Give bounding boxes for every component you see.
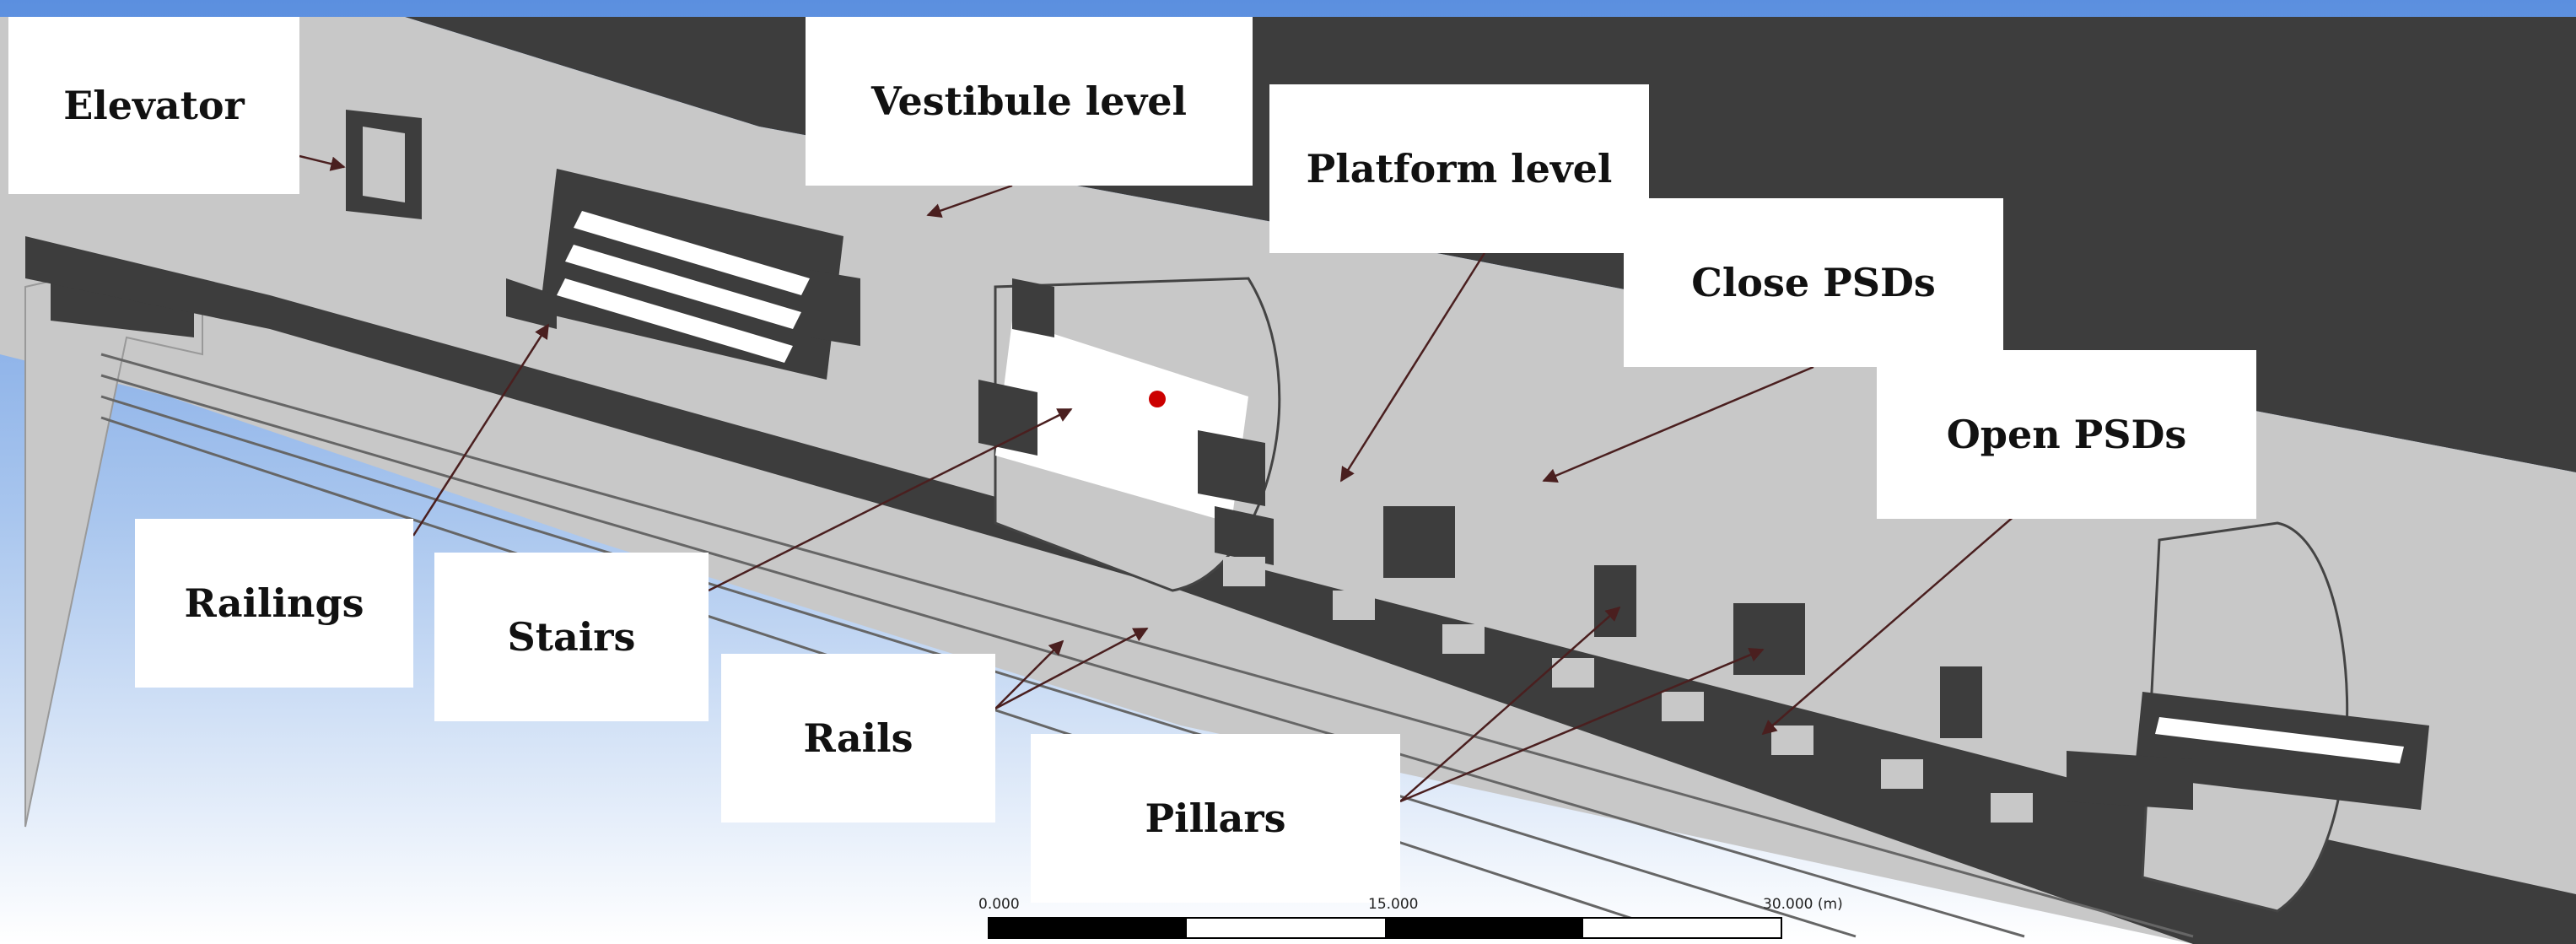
arrow-rails-1 xyxy=(994,639,1064,709)
platform-edge xyxy=(25,236,2576,944)
pillar-1 xyxy=(1383,506,1455,578)
label-close-psds: Close PSDs xyxy=(1624,198,2003,367)
label-arrows xyxy=(299,154,2017,803)
stairs-block-3 xyxy=(2067,521,2429,913)
label-stairs: Stairs xyxy=(434,553,709,721)
scale-start: 0.000 xyxy=(978,896,1020,913)
stairs-block-1 xyxy=(506,169,860,380)
label-open-psds: Open PSDs xyxy=(1877,350,2256,519)
arrow-rails-2 xyxy=(994,627,1149,710)
label-rails: Rails xyxy=(721,654,995,823)
arrow-open-psds xyxy=(1761,514,2017,736)
arrow-pillars-1 xyxy=(1399,606,1621,802)
elevator-box xyxy=(346,110,422,219)
arrow-stairs xyxy=(708,407,1073,592)
arrow-platform xyxy=(1339,252,1486,483)
arrow-vestibule xyxy=(926,184,1013,218)
label-vestibule-level: Vestibule level xyxy=(806,17,1253,186)
label-pillars: Pillars xyxy=(1031,734,1400,903)
scale-end: 30.000 (m) xyxy=(1763,896,1843,913)
arrow-pillars-2 xyxy=(1399,648,1765,803)
open-psds xyxy=(1223,557,2033,823)
pillar-2 xyxy=(1594,565,1636,637)
label-elevator: Elevator xyxy=(8,17,299,194)
pillar-4 xyxy=(1940,666,1982,738)
arrow-railings xyxy=(412,323,550,537)
arrow-elevator xyxy=(299,154,346,171)
stairs-block-2 xyxy=(978,277,1281,592)
arrow-close-psds xyxy=(1542,365,1814,483)
pillar-3 xyxy=(1733,603,1805,675)
scale-mid: 15.000 xyxy=(1368,896,1419,913)
label-railings: Railings xyxy=(135,519,413,688)
label-platform-level: Platform level xyxy=(1269,84,1649,253)
scale-bar xyxy=(988,917,1782,939)
